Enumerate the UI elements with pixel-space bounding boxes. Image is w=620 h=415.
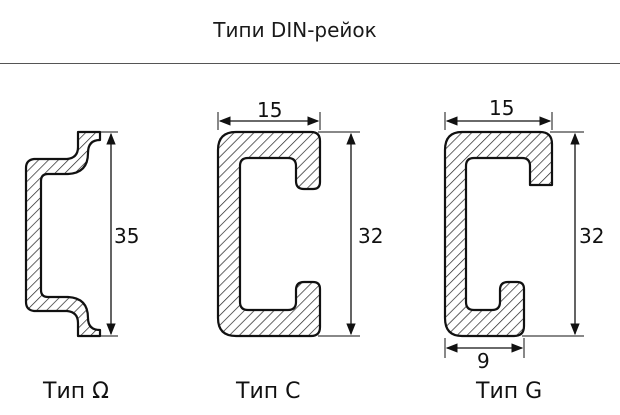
page-title: Типи DIN-рейок [213,18,377,42]
title-divider [0,63,620,64]
omega-height-label: 35 [114,224,139,248]
g-opening-label: 9 [477,349,490,373]
omega-profile: 35 Тип Ω [24,130,139,404]
omega-rail-shape [24,130,102,338]
c-rail-shape [216,130,322,338]
omega-caption: Тип Ω [42,379,109,404]
g-rail-shape [443,130,554,338]
c-width-label: 15 [257,98,282,122]
g-height-label: 32 [579,224,604,248]
c-profile: 15 32 Тип С [216,98,383,404]
c-caption: Тип С [235,379,300,404]
g-profile: 15 32 9 Тип G [443,96,604,404]
c-height-label: 32 [358,224,383,248]
g-caption: Тип G [475,379,542,404]
g-width-label: 15 [489,96,514,120]
